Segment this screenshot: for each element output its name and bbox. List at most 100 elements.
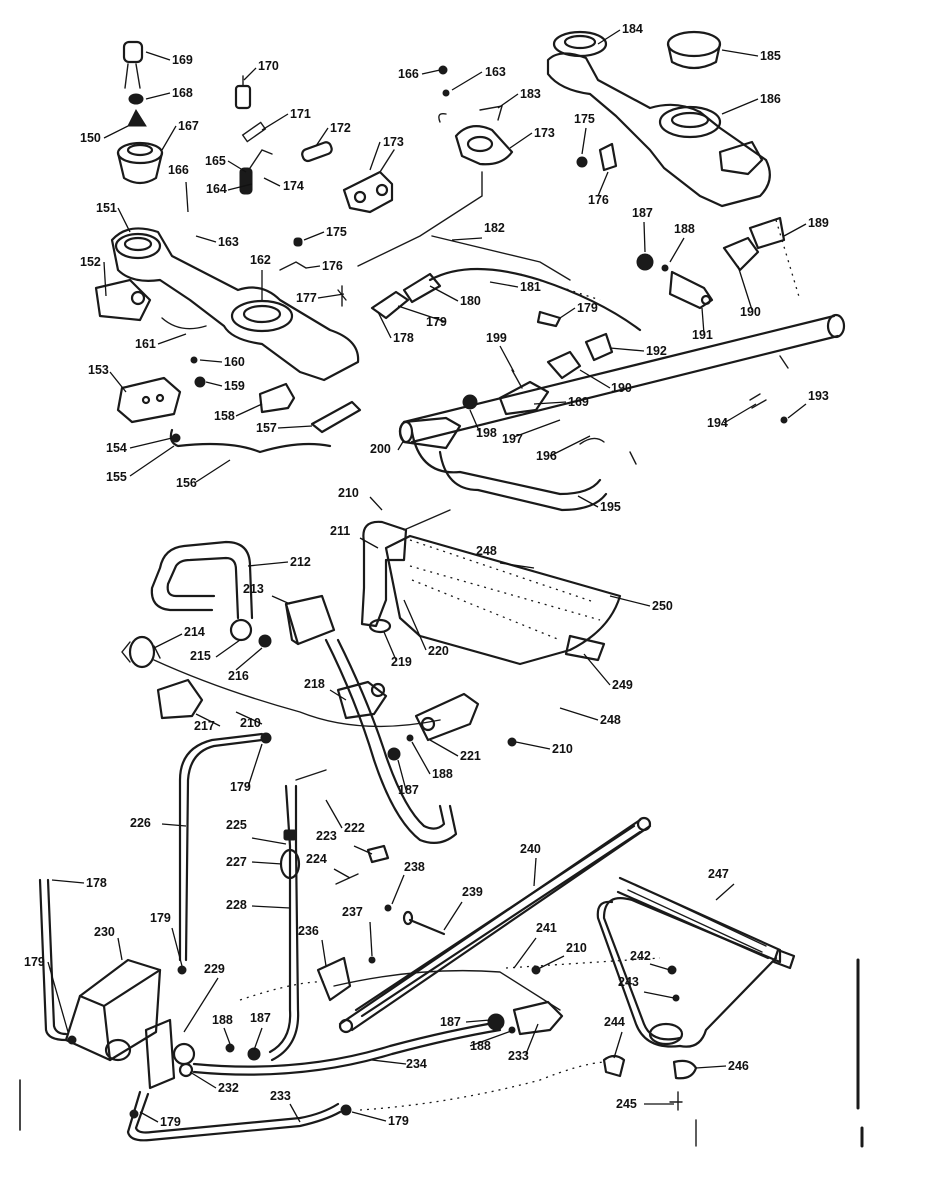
leader-line bbox=[189, 1071, 217, 1089]
callout-179: 179 bbox=[160, 1115, 181, 1129]
callout-187: 187 bbox=[632, 206, 653, 220]
callout-168: 168 bbox=[172, 86, 193, 100]
leader-line bbox=[223, 1027, 231, 1045]
leader-line bbox=[253, 1027, 263, 1051]
callout-249: 249 bbox=[612, 678, 633, 692]
callout-165: 165 bbox=[205, 154, 226, 168]
callout-179: 179 bbox=[24, 955, 45, 969]
callout-178: 178 bbox=[393, 331, 414, 345]
callout-190: 190 bbox=[611, 381, 632, 395]
callout-179: 179 bbox=[230, 780, 251, 794]
leader-line bbox=[235, 711, 263, 725]
leader-line bbox=[305, 265, 321, 269]
callout-250: 250 bbox=[652, 599, 673, 613]
callout-210: 210 bbox=[566, 941, 587, 955]
callout-227: 227 bbox=[226, 855, 247, 869]
callout-236: 236 bbox=[298, 924, 319, 938]
leader-line bbox=[235, 647, 263, 671]
callout-184: 184 bbox=[622, 22, 643, 36]
callout-174: 174 bbox=[283, 179, 304, 193]
leader-line bbox=[329, 689, 347, 701]
callout-179: 179 bbox=[150, 911, 171, 925]
leader-line bbox=[247, 561, 289, 567]
leader-line bbox=[171, 927, 183, 967]
leader-line bbox=[411, 741, 431, 775]
leader-line bbox=[145, 92, 171, 100]
scan-artifacts bbox=[19, 958, 864, 1148]
leader-line bbox=[643, 221, 646, 253]
leader-line bbox=[321, 939, 327, 967]
leader-line bbox=[251, 861, 283, 865]
callout-188: 188 bbox=[432, 767, 453, 781]
callout-166: 166 bbox=[168, 163, 189, 177]
leader-line bbox=[515, 741, 551, 750]
callout-210: 210 bbox=[240, 716, 261, 730]
leader-line bbox=[513, 419, 561, 438]
leader-line bbox=[289, 1103, 301, 1123]
leader-line bbox=[183, 977, 219, 1033]
callout-150: 150 bbox=[80, 131, 101, 145]
callout-178: 178 bbox=[86, 876, 107, 890]
callout-241: 241 bbox=[536, 921, 557, 935]
callout-219: 219 bbox=[391, 655, 412, 669]
callout-242: 242 bbox=[630, 949, 651, 963]
callout-222: 222 bbox=[344, 821, 365, 835]
leader-line bbox=[509, 132, 533, 149]
callout-223: 223 bbox=[316, 829, 337, 843]
leader-line bbox=[549, 435, 591, 457]
callout-211: 211 bbox=[330, 524, 350, 538]
callout-197: 197 bbox=[502, 432, 523, 446]
leader-line bbox=[185, 181, 189, 213]
leader-line bbox=[117, 207, 131, 233]
callout-154: 154 bbox=[106, 441, 127, 455]
callout-160: 160 bbox=[224, 355, 245, 369]
leader-line bbox=[371, 1059, 407, 1065]
callout-192: 192 bbox=[646, 344, 667, 358]
callout-179: 179 bbox=[577, 301, 598, 315]
leader-line bbox=[715, 883, 735, 901]
callout-213: 213 bbox=[243, 582, 264, 596]
callout-177: 177 bbox=[296, 291, 317, 305]
leader-line bbox=[195, 235, 217, 243]
leader-line bbox=[195, 713, 221, 727]
leader-line bbox=[353, 845, 373, 855]
callout-187: 187 bbox=[440, 1015, 461, 1029]
callout-248: 248 bbox=[476, 544, 497, 558]
callout-240: 240 bbox=[520, 842, 541, 856]
leader-line bbox=[421, 69, 441, 75]
leader-line bbox=[235, 403, 263, 417]
callout-189: 189 bbox=[808, 216, 829, 230]
callout-156: 156 bbox=[176, 476, 197, 490]
callout-196: 196 bbox=[536, 449, 557, 463]
leader-line bbox=[583, 653, 611, 686]
leader-line bbox=[581, 127, 587, 155]
leader-line bbox=[489, 281, 519, 288]
callout-188: 188 bbox=[674, 222, 695, 236]
leader-line bbox=[317, 293, 345, 299]
callout-229: 229 bbox=[204, 962, 225, 976]
callout-187: 187 bbox=[250, 1011, 271, 1025]
leader-line bbox=[429, 285, 459, 302]
callout-216: 216 bbox=[228, 669, 249, 683]
leader-line bbox=[443, 901, 463, 931]
callout-158: 158 bbox=[214, 409, 235, 423]
leader-line bbox=[205, 381, 223, 387]
leader-line bbox=[51, 879, 85, 884]
right-burner-assembly bbox=[357, 30, 846, 512]
callout-224: 224 bbox=[306, 852, 327, 866]
leader-line bbox=[161, 125, 177, 151]
callout-226: 226 bbox=[130, 816, 151, 830]
leader-line bbox=[157, 333, 187, 345]
leader-line bbox=[403, 599, 427, 651]
callout-161: 161 bbox=[135, 337, 156, 351]
leader-line bbox=[377, 311, 392, 339]
callout-234: 234 bbox=[406, 1057, 427, 1071]
callout-173: 173 bbox=[383, 135, 404, 149]
callout-217: 217 bbox=[194, 719, 215, 733]
leader-line bbox=[397, 305, 447, 323]
callout-230: 230 bbox=[94, 925, 115, 939]
leader-line bbox=[153, 633, 183, 649]
leader-line bbox=[369, 141, 381, 171]
callout-176: 176 bbox=[588, 193, 609, 207]
